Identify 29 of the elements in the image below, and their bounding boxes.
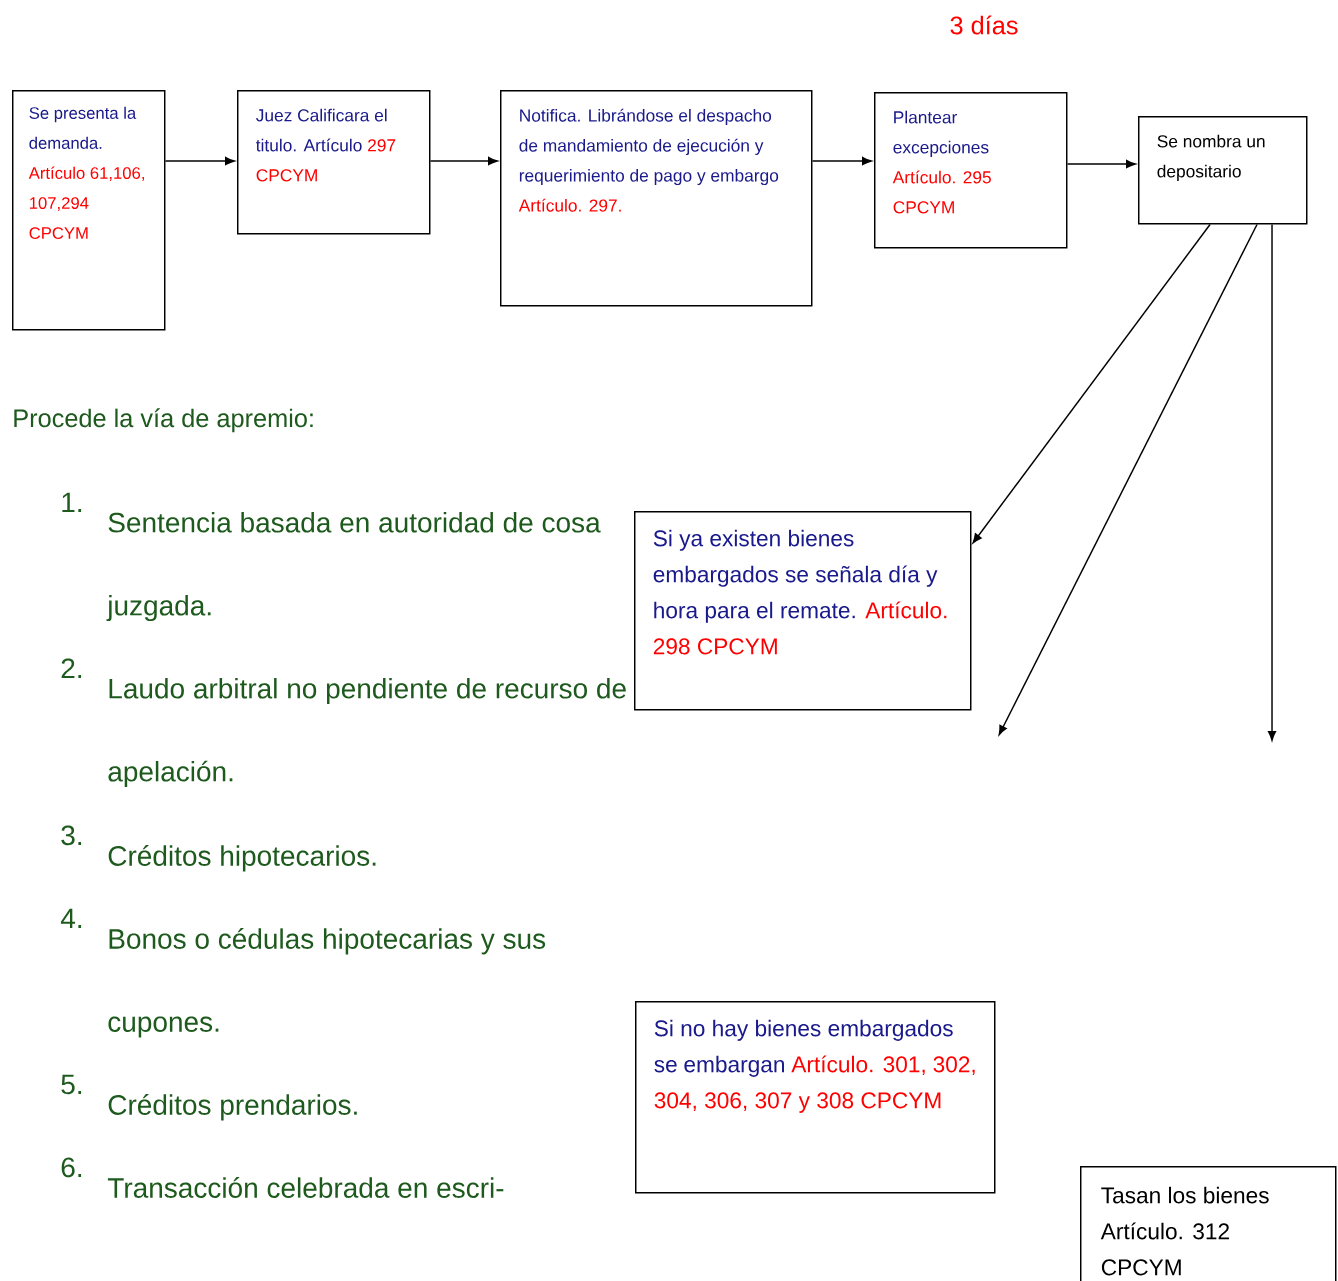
- arrow: [998, 223, 1258, 736]
- list-item: Laudo arbitral no pendiente de recurso de apelación.: [108, 678, 626, 788]
- list-number: 6.: [61, 1157, 82, 1178]
- text-box: Si no hay bienes embargados se embargan Artículo. 301, 302, 304, 306, 307 y 308 CPCYM: [635, 1001, 996, 1194]
- heading-text: 3 días: [950, 15, 1018, 35]
- list-item: Créditos prendarios.: [108, 1094, 357, 1121]
- text-box: Si ya existen bienes embargados se señala día y hora para el remate. Artículo. 298 CPCYM: [634, 511, 972, 711]
- list-number: 4.: [60, 908, 82, 928]
- list-item: Bonos o cédulas hipotecarias y sus cupones.: [108, 928, 546, 1038]
- text-box: Tasan los bienes Artículo. 312 CPCYM: [1080, 1166, 1337, 1281]
- text-box: Juez Calificara el titulo. Artículo 297 CPCYM: [237, 90, 431, 235]
- text-box: Plantear excepciones Artículo. 295 CPCYM: [874, 92, 1068, 249]
- list-number: 3.: [61, 825, 82, 846]
- text-box: Notifica. Librándose el despacho de mandamiento de ejecución y requerimiento de pago y embargo Artículo. 297.: [500, 90, 813, 307]
- arrow: [811, 156, 872, 166]
- heading-text: Procede la vía de apremio:: [14, 408, 313, 433]
- text-box: Se nombra un depositario: [1138, 116, 1308, 225]
- arrow: [429, 156, 498, 166]
- text-box: Se presenta la demanda. Artículo 61,106, 107,294 CPCYM: [12, 90, 166, 331]
- list-item: Transacción celebrada en escri-: [107, 1177, 504, 1198]
- list-item: Sentencia basada en autoridad de cosa juzgada.: [106, 512, 601, 622]
- list-number: 5.: [61, 1074, 82, 1095]
- arrow: [164, 156, 235, 166]
- arrow: [972, 223, 1211, 544]
- list-item: Créditos hipotecarios.: [108, 845, 376, 872]
- list-number: 1.: [62, 492, 82, 512]
- list-number: 2.: [61, 658, 82, 678]
- arrow: [1066, 159, 1136, 169]
- arrow: [1267, 223, 1277, 741]
